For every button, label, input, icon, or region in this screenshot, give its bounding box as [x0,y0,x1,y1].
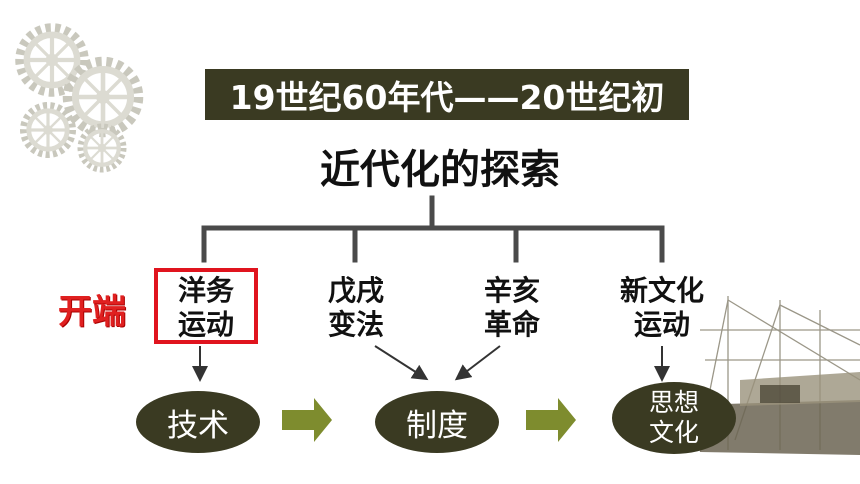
tree-lines [201,195,665,263]
branch-line2: 运动 [177,308,234,341]
page-title: 近代化的探索 [320,147,560,193]
arrow-tech-to-system [282,398,332,442]
branch-wuxu: 戊戌 变法 [306,274,406,342]
period-banner: 19世纪60年代——20世纪初 [205,69,689,120]
highlight-box [154,268,258,344]
branch-line1: 戊戌 [327,274,384,307]
branch-line1: 辛亥 [483,274,540,307]
branch-xinhai: 辛亥 革命 [462,274,562,342]
level-line1: 思想 [648,388,699,417]
level-technology: 技术 [136,391,260,453]
branch-line1: 洋务 [177,274,234,307]
level-thought-culture: 思想 文化 [612,382,736,454]
branch-line2: 革命 [483,308,540,341]
branch-line1: 新文化 [619,274,704,307]
branch-new-culture: 新文化 运动 [602,274,722,342]
arrow-wuxu-to-system [374,345,429,381]
arrow-system-to-thought [526,398,576,442]
level-label: 制度 [406,407,468,444]
period-text: 19世纪60年代——20世纪初 [229,77,665,117]
arrow-xinhai-to-system [454,345,501,381]
right-arrows [282,398,576,442]
level-line2: 文化 [648,418,699,447]
start-label: 开端 [58,292,126,332]
down-arrows [192,345,670,382]
level-label: 技术 [167,407,229,444]
branch-line2: 变法 [327,308,384,341]
branch-yangwu: 洋务 运动 [156,274,256,342]
level-system: 制度 [375,391,499,453]
branch-line2: 运动 [633,308,690,341]
